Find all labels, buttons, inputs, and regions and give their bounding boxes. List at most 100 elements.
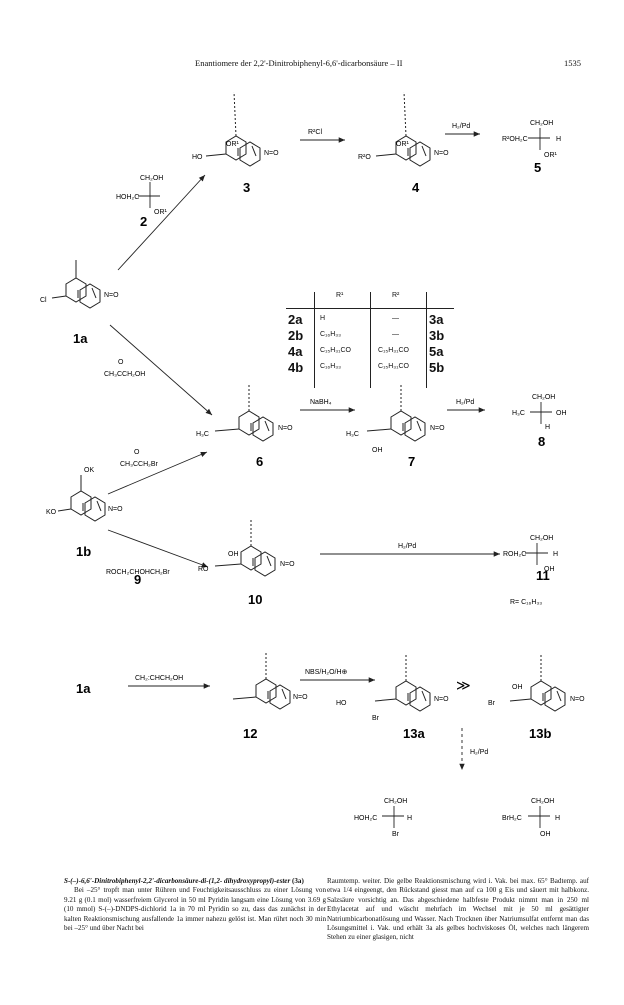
frag-12-no2: N=O	[293, 694, 308, 701]
frag-3-ho: HO	[192, 154, 203, 161]
table-cell-r2: —	[392, 331, 399, 338]
frag-11-h: H	[553, 551, 558, 558]
reaction-scheme: 1a 1b 2 3 4 5 6 7 8 9 10 11 1a 12 13a 13…	[40, 91, 585, 838]
reaction-arrows	[107, 131, 500, 770]
frag-6-no2: N=O	[278, 425, 293, 432]
structure-10	[214, 520, 276, 577]
reagent-nabh4: NaBH₄	[310, 399, 332, 406]
frag-1b-ok: OK	[84, 467, 94, 474]
reagent-hydroxyacetone: CH₃CCH₂OH	[104, 371, 145, 378]
ratio-symbol: ≫	[456, 677, 471, 693]
compound-4-label: 4	[412, 180, 420, 195]
reagent-bromoacetone-o: O	[134, 449, 140, 456]
compound-13a-label: 13a	[403, 726, 425, 741]
stereo-sticks	[138, 128, 552, 828]
running-title: Enantiomere der 2,2'-Dinitrobiphenyl-6,6…	[195, 58, 403, 68]
table-row: 4b C₁₆H₃₃ C₁₅H₃₁CO 5b	[286, 360, 454, 376]
structure-13a	[374, 655, 431, 712]
frag-2-or1: OR¹	[154, 209, 168, 216]
frag-10-no2: N=O	[280, 561, 295, 568]
frag-p1-br: Br	[392, 831, 400, 838]
structure-6	[214, 385, 274, 442]
table-cell-right: 5a	[429, 344, 444, 359]
frag-13b-br: Br	[488, 700, 496, 707]
r-definition: R= C₁₆H₃₃	[510, 599, 542, 606]
section-title: S-(–)-6,6'-Dinitrobiphenyl-2,2'-dicarbon…	[64, 877, 223, 885]
reagent-h2pd-1: H₂/Pd	[452, 123, 470, 130]
reagent-glycerol-ether: ROCH₂CHOHCH₂Br	[106, 569, 170, 576]
table-cell-right: 3b	[429, 328, 445, 343]
table-header-r2: R²	[392, 292, 400, 299]
table-cell-r2: C₁₅H₃₁CO	[378, 363, 410, 370]
compound-3-label: 3	[243, 180, 250, 195]
frag-8-ch2oh: CH₂OH	[532, 394, 555, 401]
reagent-bromoacetone: CH₃CCH₂Br	[120, 461, 159, 468]
frag-1b-no2: N=O	[108, 506, 123, 513]
frag-p1-h: H	[407, 815, 412, 822]
frag-13a-ho: HO	[336, 700, 347, 707]
structure-12	[232, 653, 291, 710]
frag-8-h3c: H₃C	[512, 410, 525, 417]
frag-6-h3c: H₃C	[196, 431, 209, 438]
frag-p1-ch2oh: CH₂OH	[384, 798, 407, 805]
table-header-r1: R¹	[336, 292, 344, 299]
table-cell-left: 4a	[288, 344, 303, 359]
frag-3-no2: N=O	[264, 150, 279, 157]
frag-13b-no2: N=O	[570, 696, 585, 703]
structure-4	[375, 91, 431, 167]
structure-3	[205, 91, 261, 167]
frag-1a-no2: N=O	[104, 292, 119, 299]
body-text-left: S-(–)-6,6'-Dinitrobiphenyl-2,2'-dicarbon…	[64, 877, 326, 933]
reagent-allyl-alcohol: CH₂:CHCH₂OH	[135, 675, 183, 682]
frag-5-ch2oh: CH₂OH	[530, 120, 553, 127]
compound-6-label: 6	[256, 454, 263, 469]
table-cell-right: 3a	[429, 312, 444, 327]
frag-13b-oh: OH	[512, 684, 523, 691]
frag-8-h: H	[545, 424, 550, 431]
structure-1b	[57, 475, 106, 522]
frag-5-or1: OR¹	[544, 152, 558, 159]
table-row: 2b C₁₆H₃₃ — 3b	[286, 328, 454, 344]
frag-p2-h: H	[555, 815, 560, 822]
table-cell-r1: H	[320, 315, 326, 322]
compound-2-label: 2	[140, 214, 147, 229]
compound-13b-label: 13b	[529, 726, 551, 741]
frag-4-r2o: R²O	[358, 154, 371, 161]
reagent-h2pd-4: H₂/Pd	[470, 749, 488, 756]
frag-4-no2: N=O	[434, 150, 449, 157]
table-cell-r1: C₁₆H₃₃	[320, 331, 341, 338]
frag-8-oh: OH	[556, 410, 567, 417]
table-header-row: R¹ R²	[286, 292, 454, 308]
frag-2-hoh2c: HOH₂C	[116, 194, 139, 201]
reagent-hydroxyacetone-o: O	[118, 359, 124, 366]
table-cell-left: 2a	[288, 312, 303, 327]
frag-4-or1: OR¹	[396, 141, 410, 148]
reagent-h2pd-2: H₂/Pd	[456, 399, 474, 406]
frag-p2-brh2c: BrH₂C	[502, 815, 522, 822]
body-paragraph-left: Bei –25° tropft man unter Rühren und Feu…	[64, 886, 326, 933]
compound-9-label: 9	[134, 572, 141, 587]
table-cell-r1: C₁₆H₃₃	[320, 363, 341, 370]
frag-p2-ch2oh: CH₂OH	[531, 798, 554, 805]
frag-7-h3c: H₃C	[346, 431, 359, 438]
reagent-h2pd-3: H₂/Pd	[398, 543, 416, 550]
frag-11-ch2oh: CH₂OH	[530, 535, 553, 542]
compound-12-label: 12	[243, 726, 257, 741]
frag-5-r2oh2c: R²OH₂C	[502, 136, 528, 143]
table-cell-r1: C₁₅H₃₁CO	[320, 347, 352, 354]
compound-8-label: 8	[538, 434, 545, 449]
frag-13a-no2: N=O	[434, 696, 449, 703]
reagent-r2cl: R²Cl	[308, 129, 322, 136]
frag-1b-ko: KO	[46, 509, 57, 516]
frag-10-oh: OH	[228, 551, 239, 558]
table-row: 2a H — 3a	[286, 312, 454, 328]
frag-3-or1: OR¹	[226, 141, 240, 148]
compound-1a-label: 1a	[73, 331, 88, 346]
page-number: 1535	[564, 58, 581, 68]
substituent-table: R¹ R² 2a H — 3a 2b C₁₆H₃₃ — 3b 4a C₁₅H₃₁…	[286, 292, 454, 388]
structure-7	[366, 385, 426, 442]
compound-10-label: 10	[248, 592, 262, 607]
compound-1b-label: 1b	[76, 544, 91, 559]
reagent-nbs: NBS/H₂O/H⊕	[305, 669, 348, 676]
table-row: 4a C₁₅H₃₁CO C₁₅H₃₁CO 5a	[286, 344, 454, 360]
